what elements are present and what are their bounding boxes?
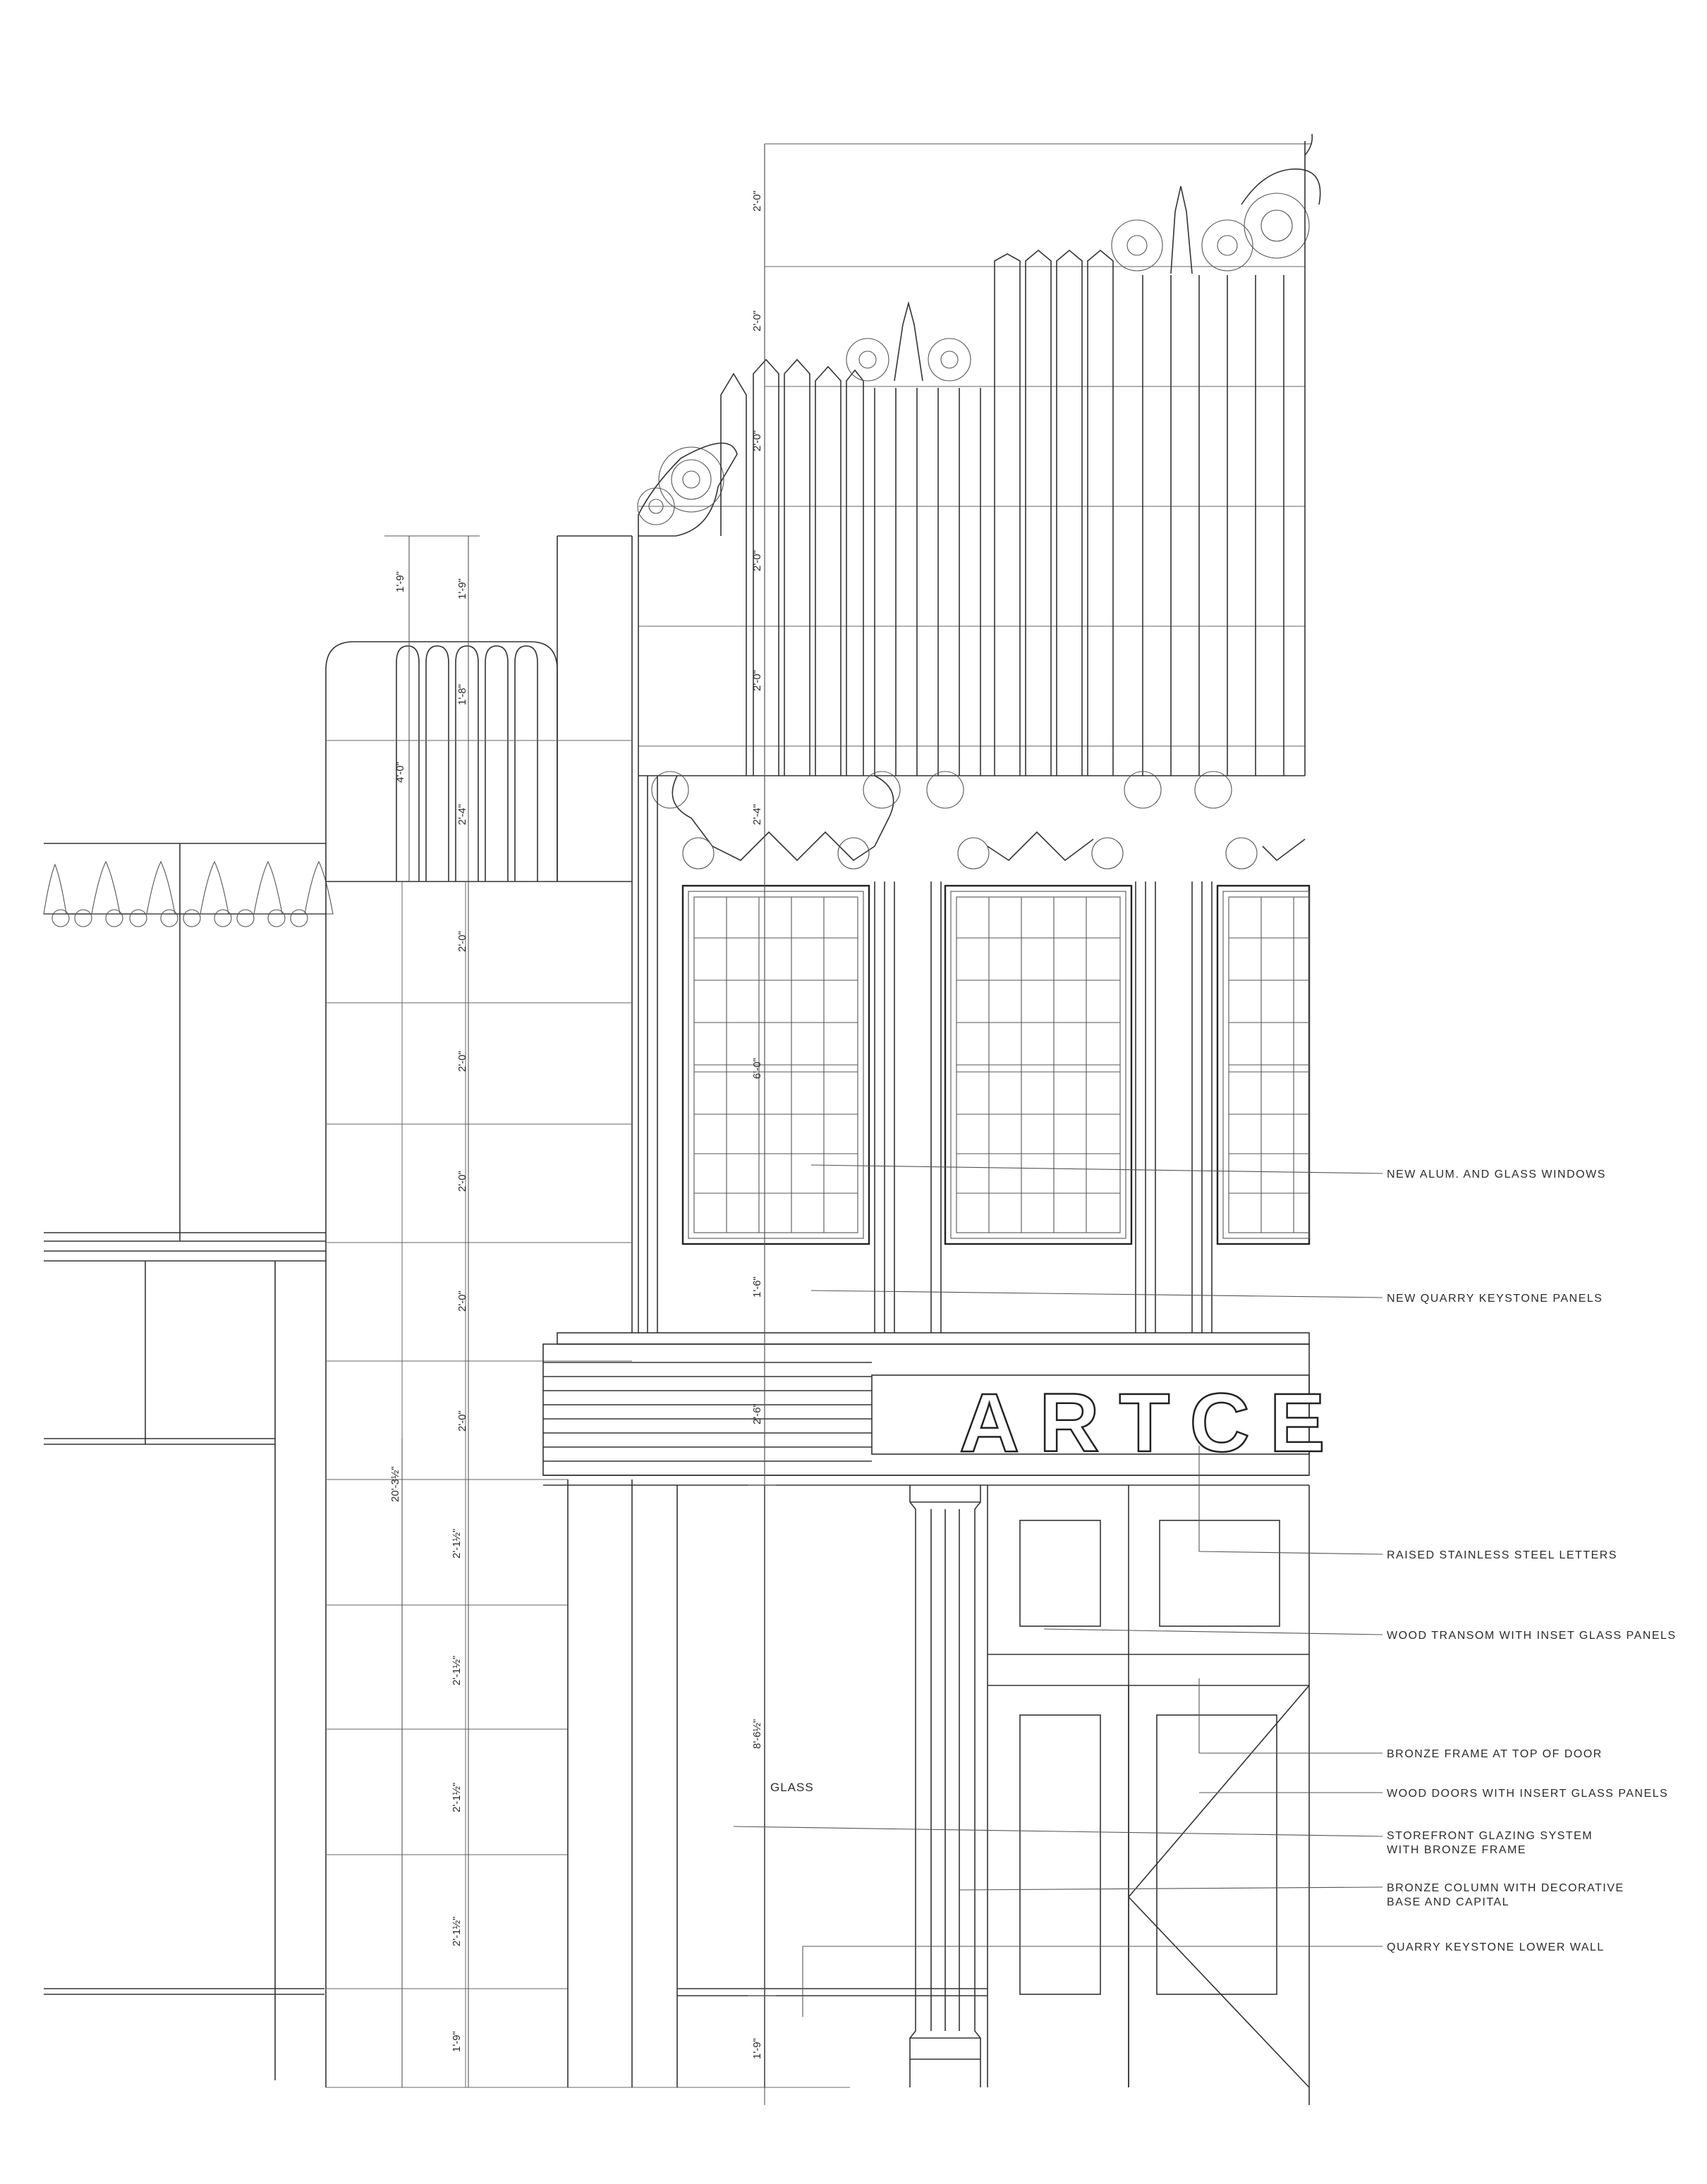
sign-band: ARTCE <box>542 1332 1344 1486</box>
center-dimensions: 2'-0" 2'-0" 2'-0" 2'-0" 2'-0" 2'-4" 6'-0… <box>748 144 776 2105</box>
top-dim: 2'-0" <box>751 190 763 212</box>
pier-joint-dim: 2'-0" <box>456 1410 468 1432</box>
window-capitals <box>638 771 1306 870</box>
top-dim: 2'-0" <box>751 430 763 451</box>
pier-dimensions: 1'-9" 4'-0" 1'-9" 1'-8" 2'-4" 2'-0" 2'-0… <box>384 535 480 2087</box>
pier-joint-dim: 2'-0" <box>456 1171 468 1192</box>
callout-storefront: STOREFRONT GLAZING SYSTEM <box>1387 1830 1593 1842</box>
neighbor-parapet-ornament <box>43 860 334 927</box>
window-center <box>944 884 1133 1245</box>
top-dim: 2'-0" <box>751 550 763 571</box>
callout-letters: RAISED STAINLESS STEEL LETTERS <box>1387 1549 1617 1561</box>
parapet <box>637 133 1321 1474</box>
window-right <box>1216 884 1311 1245</box>
callout-column: BASE AND CAPITAL <box>1387 1896 1509 1908</box>
neighbor-building <box>43 843 334 2080</box>
storefront: GLASS <box>676 1485 1310 2105</box>
callout-column: BRONZE COLUMN WITH DECORATIVE <box>1387 1882 1624 1894</box>
bronze-column <box>909 1485 981 2087</box>
overall-height-dim: 20'-3½" <box>389 1466 401 1502</box>
pier-joint-dim: 2'-1½" <box>451 1529 463 1558</box>
callout-keystone-panels: NEW QUARRY KEYSTONE PANELS <box>1387 1293 1603 1305</box>
callout-transom: WOOD TRANSOM WITH INSET GLASS PANELS <box>1387 1630 1677 1642</box>
callout-bronze-frame: BRONZE FRAME AT TOP OF DOOR <box>1387 1748 1603 1760</box>
callout-doors: WOOD DOORS WITH INSERT GLASS PANELS <box>1387 1788 1668 1800</box>
pier-cap-inner-dim: 2'-4" <box>456 804 468 825</box>
callout-lower-wall: QUARRY KEYSTONE LOWER WALL <box>1387 1941 1605 1953</box>
window-height-dim: 6'-0" <box>751 1058 763 1079</box>
callout-windows: NEW ALUM. AND GLASS WINDOWS <box>1387 1169 1606 1181</box>
callout-leaders <box>733 1164 1383 2017</box>
pier-cap-inner-dim: 1'-9" <box>456 578 468 599</box>
top-dim: 2'-4" <box>751 804 763 825</box>
pier-cap-inner-dim: 1'-8" <box>456 684 468 705</box>
pier-joint-dim: 2'-1½" <box>451 1656 463 1685</box>
sign-letters: ARTCE <box>959 1377 1344 1470</box>
pier-joint-dim: 2'-0" <box>456 1051 468 1072</box>
top-dim: 2'-0" <box>751 670 763 691</box>
pier-joint-dim: 1'-9" <box>451 2031 463 2052</box>
storefront-height-dim: 8'-6½" <box>751 1719 763 1749</box>
pier-joint-dim: 2'-0" <box>456 1291 468 1312</box>
pier-cap-outer-dim: 1'-9" <box>394 571 406 592</box>
sign-band-dim: 2'-6" <box>751 1403 763 1425</box>
keystone-band-dim: 1'-6" <box>751 1276 763 1298</box>
window-left <box>681 884 870 1245</box>
pier-cap-outer-dim: 4'-0" <box>394 762 406 783</box>
pilasters <box>638 536 1213 1333</box>
pier-joint-dim: 2'-1½" <box>451 1917 463 1946</box>
callouts: NEW ALUM. AND GLASS WINDOWS NEW QUARRY K… <box>1387 1169 1677 1953</box>
pier-joint-dim: 2'-0" <box>456 931 468 952</box>
pier-joint-dim: 2'-1½" <box>451 1783 463 1812</box>
callout-storefront: WITH BRONZE FRAME <box>1387 1844 1526 1856</box>
top-dim: 2'-0" <box>751 310 763 331</box>
base-right-dim: 1'-9" <box>751 2038 763 2059</box>
glass-label: GLASS <box>770 1781 814 1794</box>
